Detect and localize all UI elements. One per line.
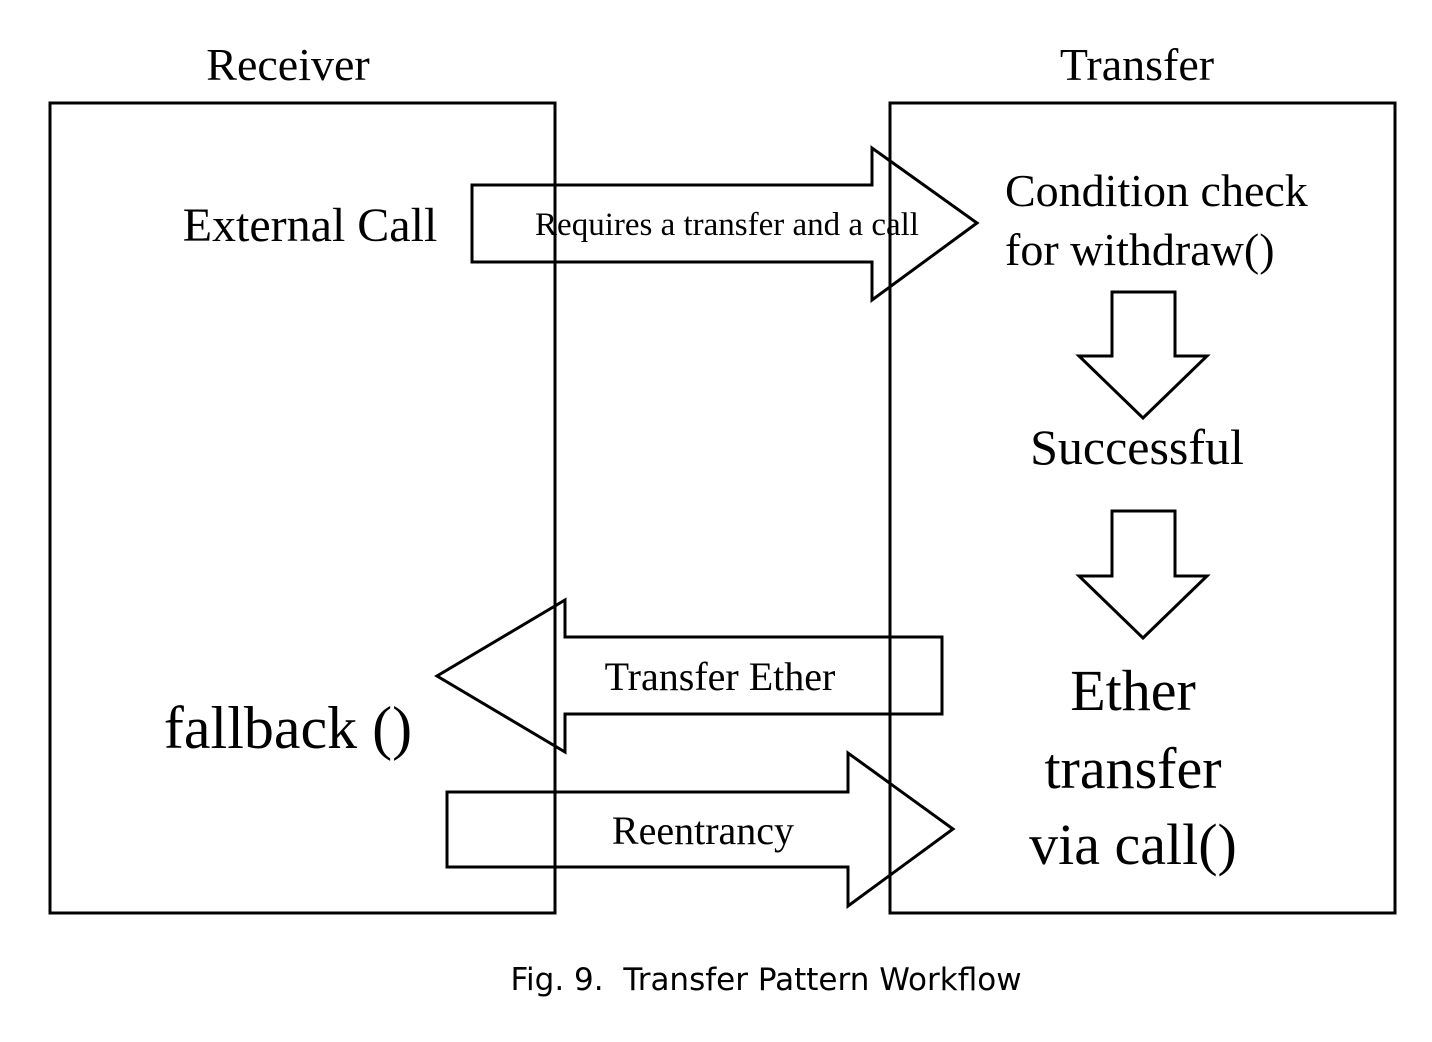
transfer-ether-arrow xyxy=(434,597,944,755)
requires-transfer-label: Requires a transfer and a call xyxy=(535,207,919,243)
successful-label: Successful xyxy=(1030,419,1244,475)
reentrancy-arrow xyxy=(445,750,956,909)
external-call-label: External Call xyxy=(183,199,438,252)
transfer-title: Transfer xyxy=(1060,39,1214,90)
figure-caption: Fig. 9. Transfer Pattern Workflow xyxy=(510,962,1022,998)
condition-check-label-line2: for withdraw() xyxy=(1005,224,1275,275)
condition-check-label-line1: Condition check xyxy=(1005,165,1308,216)
receiver-title: Receiver xyxy=(206,39,369,90)
requires-transfer-arrow xyxy=(470,145,980,303)
down-arrow-to-successful xyxy=(1075,290,1211,421)
down-arrow-to-ether-transfer xyxy=(1075,509,1211,641)
fallback-label: fallback () xyxy=(164,695,412,761)
transfer-pattern-diagram: Receiver Transfer External Call fallback… xyxy=(48,39,1397,915)
ether-transfer-label-line1: Ether xyxy=(1070,658,1196,723)
ether-transfer-label-line3: via call() xyxy=(1029,812,1237,877)
ether-transfer-label-line2: transfer xyxy=(1044,736,1221,801)
transfer-box xyxy=(888,101,1397,915)
transfer-ether-label: Transfer Ether xyxy=(605,654,836,699)
receiver-box xyxy=(48,101,557,915)
reentrancy-label: Reentrancy xyxy=(612,808,794,853)
